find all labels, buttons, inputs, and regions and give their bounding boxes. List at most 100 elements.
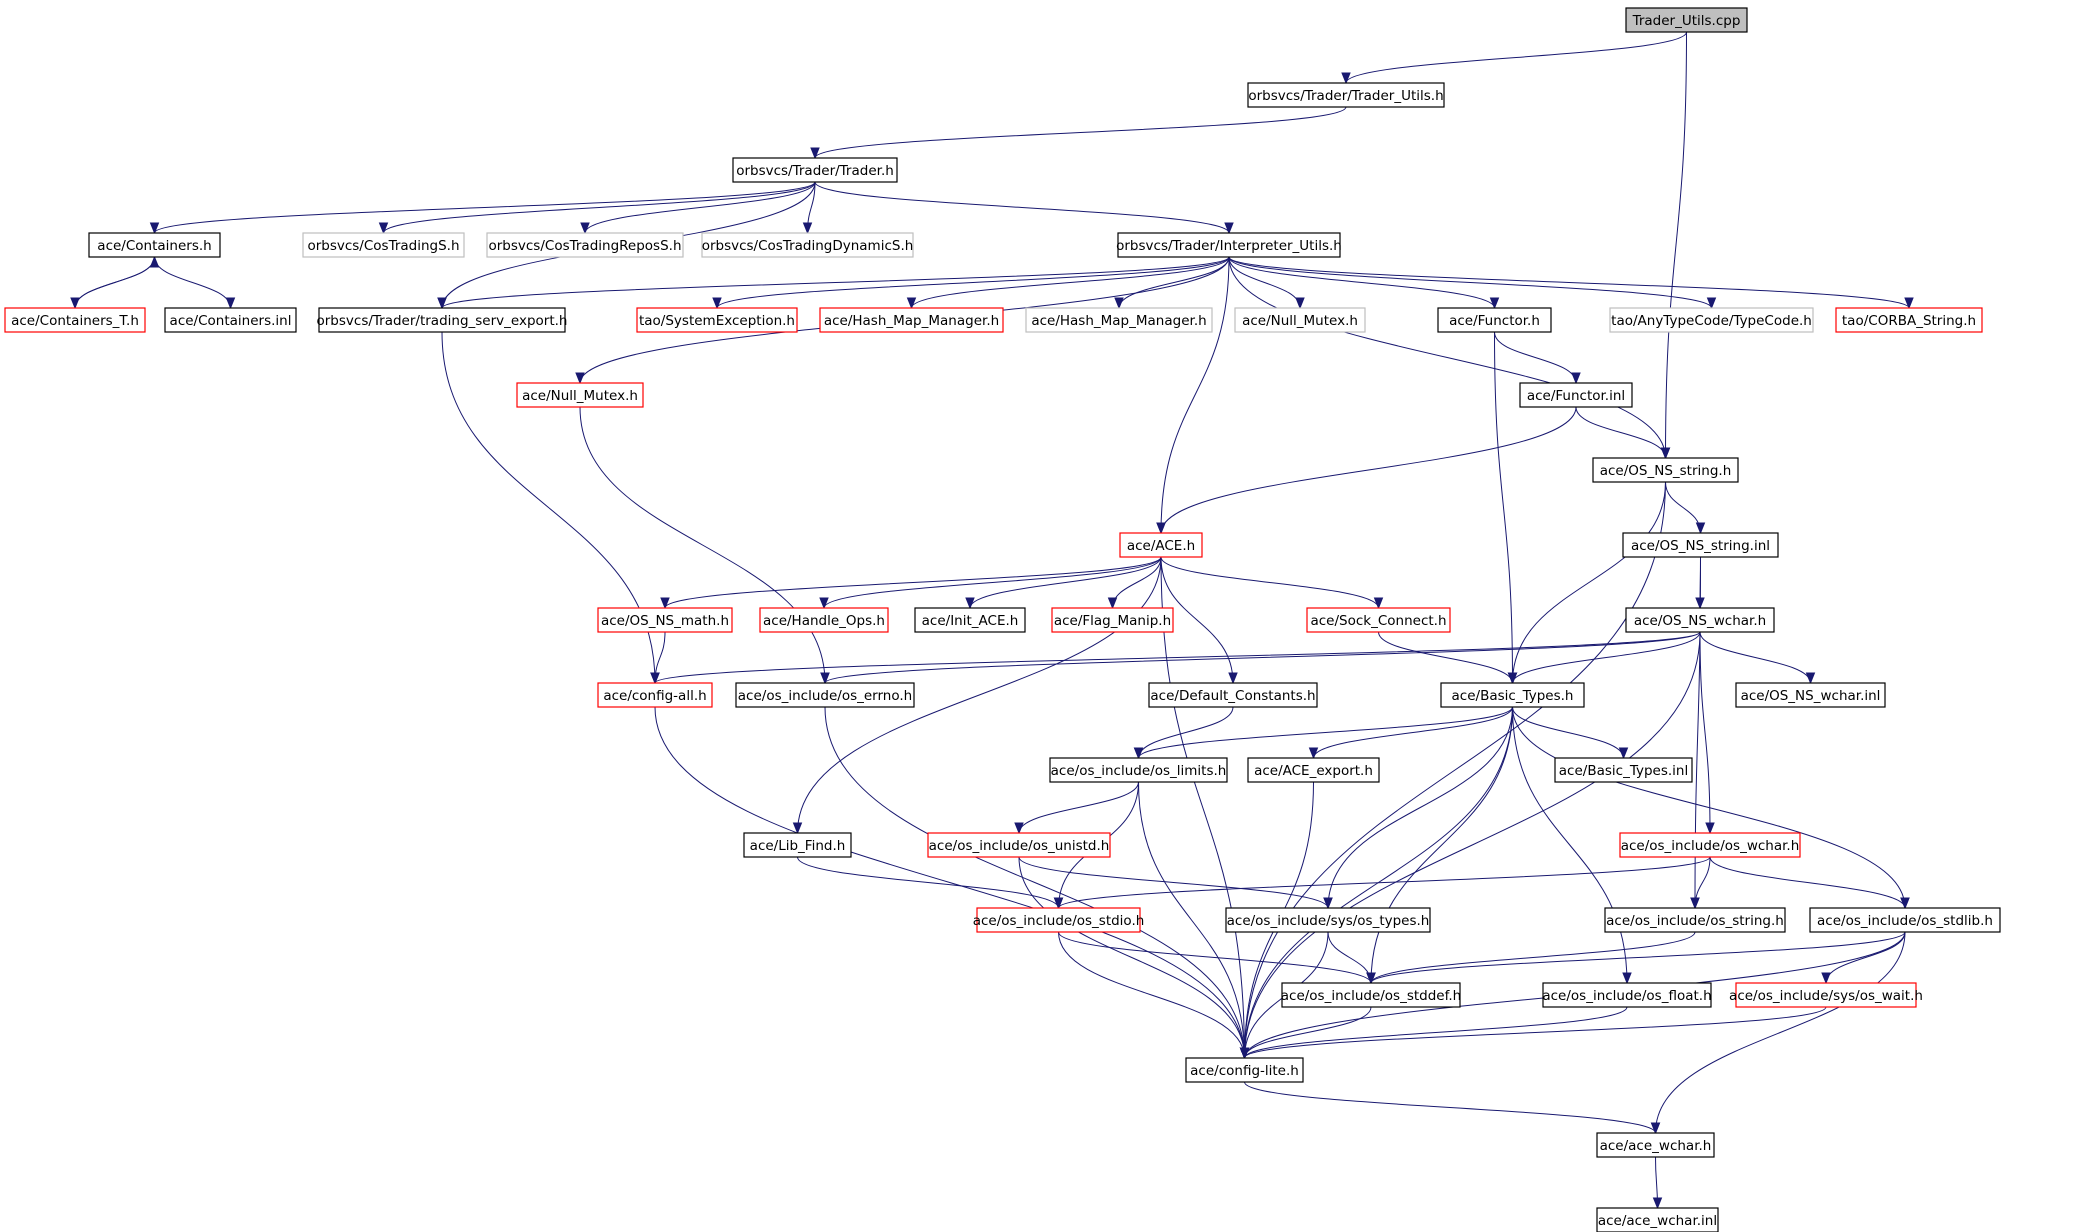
node-ace-os-ns-string-inl[interactable]: ace/OS_NS_string.inl: [1622, 532, 1779, 558]
node-ace-os-include-os-stddef-h[interactable]: ace/os_include/os_stddef.h: [1281, 982, 1461, 1008]
node-ace-init-ace-h[interactable]: ace/Init_ACE.h: [914, 607, 1026, 633]
node-box[interactable]: [819, 307, 1004, 333]
node-ace-hash-map-manager-h[interactable]: ace/Hash_Map_Manager.h: [1025, 307, 1213, 333]
node-ace-lib-find-h[interactable]: ace/Lib_Find.h: [743, 832, 852, 858]
node-ace-os-ns-wchar-h[interactable]: ace/OS_NS_wchar.h: [1625, 607, 1775, 633]
node-box[interactable]: [914, 607, 1026, 633]
node-ace-containers-h[interactable]: ace/Containers.h: [88, 232, 221, 258]
node-box[interactable]: [732, 157, 898, 183]
node-box[interactable]: [735, 682, 915, 708]
node-box[interactable]: [1051, 607, 1174, 633]
node-ace-handle-ops-h[interactable]: ace/Handle_Ops.h: [759, 607, 889, 633]
node-box[interactable]: [1609, 307, 1814, 333]
node-box[interactable]: [1592, 457, 1739, 483]
node-ace-os-include-os-unistd-h[interactable]: ace/os_include/os_unistd.h: [927, 832, 1111, 858]
node-ace-null-mutex-h[interactable]: ace/Null_Mutex.h: [1234, 307, 1366, 333]
node-tao-systemexception-h[interactable]: tao/SystemException.h: [636, 307, 798, 333]
node-ace-basic-types-inl[interactable]: ace/Basic_Types.inl: [1554, 757, 1693, 783]
node-orbsvcs-trader-interpreter-utils-h[interactable]: orbsvcs/Trader/Interpreter_Utils.h: [1116, 232, 1342, 258]
node-box[interactable]: [743, 832, 852, 858]
node-orbsvcs-costradingreposs-h[interactable]: orbsvcs/CosTradingReposS.h: [486, 232, 684, 258]
node-box[interactable]: [1835, 307, 1983, 333]
node-ace-basic-types-h[interactable]: ace/Basic_Types.h: [1440, 682, 1585, 708]
node-box[interactable]: [1247, 82, 1445, 108]
node-box[interactable]: [636, 307, 798, 333]
node-box[interactable]: [1735, 982, 1917, 1008]
node-box[interactable]: [701, 232, 914, 258]
node-ace-null-mutex-h[interactable]: ace/Null_Mutex.h: [516, 382, 644, 408]
node-box[interactable]: [1625, 607, 1775, 633]
node-box[interactable]: [597, 682, 713, 708]
node-ace-os-include-os-limits-h[interactable]: ace/os_include/os_limits.h: [1049, 757, 1228, 783]
node-orbsvcs-costradings-h[interactable]: orbsvcs/CosTradingS.h: [302, 232, 465, 258]
node-box[interactable]: [1281, 982, 1461, 1008]
node-box[interactable]: [1437, 307, 1552, 333]
node-ace-hash-map-manager-h[interactable]: ace/Hash_Map_Manager.h: [819, 307, 1004, 333]
node-box[interactable]: [1542, 982, 1712, 1008]
node-box[interactable]: [1049, 757, 1228, 783]
node-ace-os-include-os-errno-h[interactable]: ace/os_include/os_errno.h: [735, 682, 915, 708]
node-tao-corba-string-h[interactable]: tao/CORBA_String.h: [1835, 307, 1983, 333]
node-box[interactable]: [88, 232, 221, 258]
node-ace-os-include-sys-os-types-h[interactable]: ace/os_include/sys/os_types.h: [1225, 907, 1431, 933]
node-box[interactable]: [759, 607, 889, 633]
node-box[interactable]: [1440, 682, 1585, 708]
node-tao-anytypecode-typecode-h[interactable]: tao/AnyTypeCode/TypeCode.h: [1609, 307, 1814, 333]
node-ace-ace-export-h[interactable]: ace/ACE_export.h: [1247, 757, 1380, 783]
node-box[interactable]: [1604, 907, 1786, 933]
node-box[interactable]: [1596, 1207, 1719, 1232]
node-ace-os-include-os-float-h[interactable]: ace/os_include/os_float.h: [1542, 982, 1712, 1008]
node-ace-ace-wchar-inl[interactable]: ace/ace_wchar.inl: [1596, 1207, 1719, 1232]
node-ace-os-include-sys-os-wait-h[interactable]: ace/os_include/sys/os_wait.h: [1729, 982, 1923, 1008]
node-box[interactable]: [1148, 682, 1318, 708]
node-box[interactable]: [1596, 1132, 1715, 1158]
node-ace-functor-h[interactable]: ace/Functor.h: [1437, 307, 1552, 333]
node-ace-ace-wchar-h[interactable]: ace/ace_wchar.h: [1596, 1132, 1715, 1158]
node-box[interactable]: [4, 307, 146, 333]
node-box[interactable]: [1735, 682, 1886, 708]
node-ace-flag-manip-h[interactable]: ace/Flag_Manip.h: [1051, 607, 1174, 633]
node-ace-os-ns-string-h[interactable]: ace/OS_NS_string.h: [1592, 457, 1739, 483]
node-box[interactable]: [318, 307, 566, 333]
node-ace-os-include-os-stdio-h[interactable]: ace/os_include/os_stdio.h: [973, 907, 1145, 933]
node-box[interactable]: [1625, 7, 1748, 33]
node-box[interactable]: [302, 232, 465, 258]
node-orbsvcs-trader-trader-h[interactable]: orbsvcs/Trader/Trader.h: [732, 157, 898, 183]
node-box[interactable]: [1225, 907, 1431, 933]
node-box[interactable]: [164, 307, 297, 333]
node-ace-containers-inl[interactable]: ace/Containers.inl: [164, 307, 297, 333]
node-box[interactable]: [976, 907, 1141, 933]
node-box[interactable]: [597, 607, 733, 633]
node-box[interactable]: [516, 382, 644, 408]
node-ace-default-constants-h[interactable]: ace/Default_Constants.h: [1148, 682, 1318, 708]
node-orbsvcs-trader-trading-serv-export-h[interactable]: orbsvcs/Trader/trading_serv_export.h: [317, 307, 568, 333]
node-ace-os-ns-wchar-inl[interactable]: ace/OS_NS_wchar.inl: [1735, 682, 1886, 708]
node-box[interactable]: [1519, 382, 1633, 408]
node-ace-ace-h[interactable]: ace/ACE.h: [1119, 532, 1203, 558]
node-ace-functor-inl[interactable]: ace/Functor.inl: [1519, 382, 1633, 408]
node-trader-utils-cpp[interactable]: Trader_Utils.cpp: [1625, 7, 1748, 33]
node-box[interactable]: [927, 832, 1111, 858]
node-box[interactable]: [1554, 757, 1693, 783]
node-ace-config-all-h[interactable]: ace/config-all.h: [597, 682, 713, 708]
node-ace-os-ns-math-h[interactable]: ace/OS_NS_math.h: [597, 607, 733, 633]
node-ace-os-include-os-wchar-h[interactable]: ace/os_include/os_wchar.h: [1619, 832, 1801, 858]
node-box[interactable]: [1619, 832, 1801, 858]
node-box[interactable]: [1234, 307, 1366, 333]
node-ace-os-include-os-string-h[interactable]: ace/os_include/os_string.h: [1604, 907, 1786, 933]
node-ace-containers-t-h[interactable]: ace/Containers_T.h: [4, 307, 146, 333]
node-box[interactable]: [1117, 232, 1341, 258]
node-ace-config-lite-h[interactable]: ace/config-lite.h: [1185, 1057, 1304, 1083]
node-box[interactable]: [1185, 1057, 1304, 1083]
node-box[interactable]: [1119, 532, 1203, 558]
node-ace-os-include-os-stdlib-h[interactable]: ace/os_include/os_stdlib.h: [1809, 907, 2001, 933]
node-box[interactable]: [1809, 907, 2001, 933]
node-box[interactable]: [1306, 607, 1451, 633]
node-box[interactable]: [1247, 757, 1380, 783]
node-box[interactable]: [1025, 307, 1213, 333]
node-orbsvcs-trader-trader-utils-h[interactable]: orbsvcs/Trader/Trader_Utils.h: [1247, 82, 1445, 108]
node-ace-sock-connect-h[interactable]: ace/Sock_Connect.h: [1306, 607, 1451, 633]
node-box[interactable]: [1622, 532, 1779, 558]
node-box[interactable]: [486, 232, 684, 258]
node-orbsvcs-costradingdynamics-h[interactable]: orbsvcs/CosTradingDynamicS.h: [701, 232, 914, 258]
